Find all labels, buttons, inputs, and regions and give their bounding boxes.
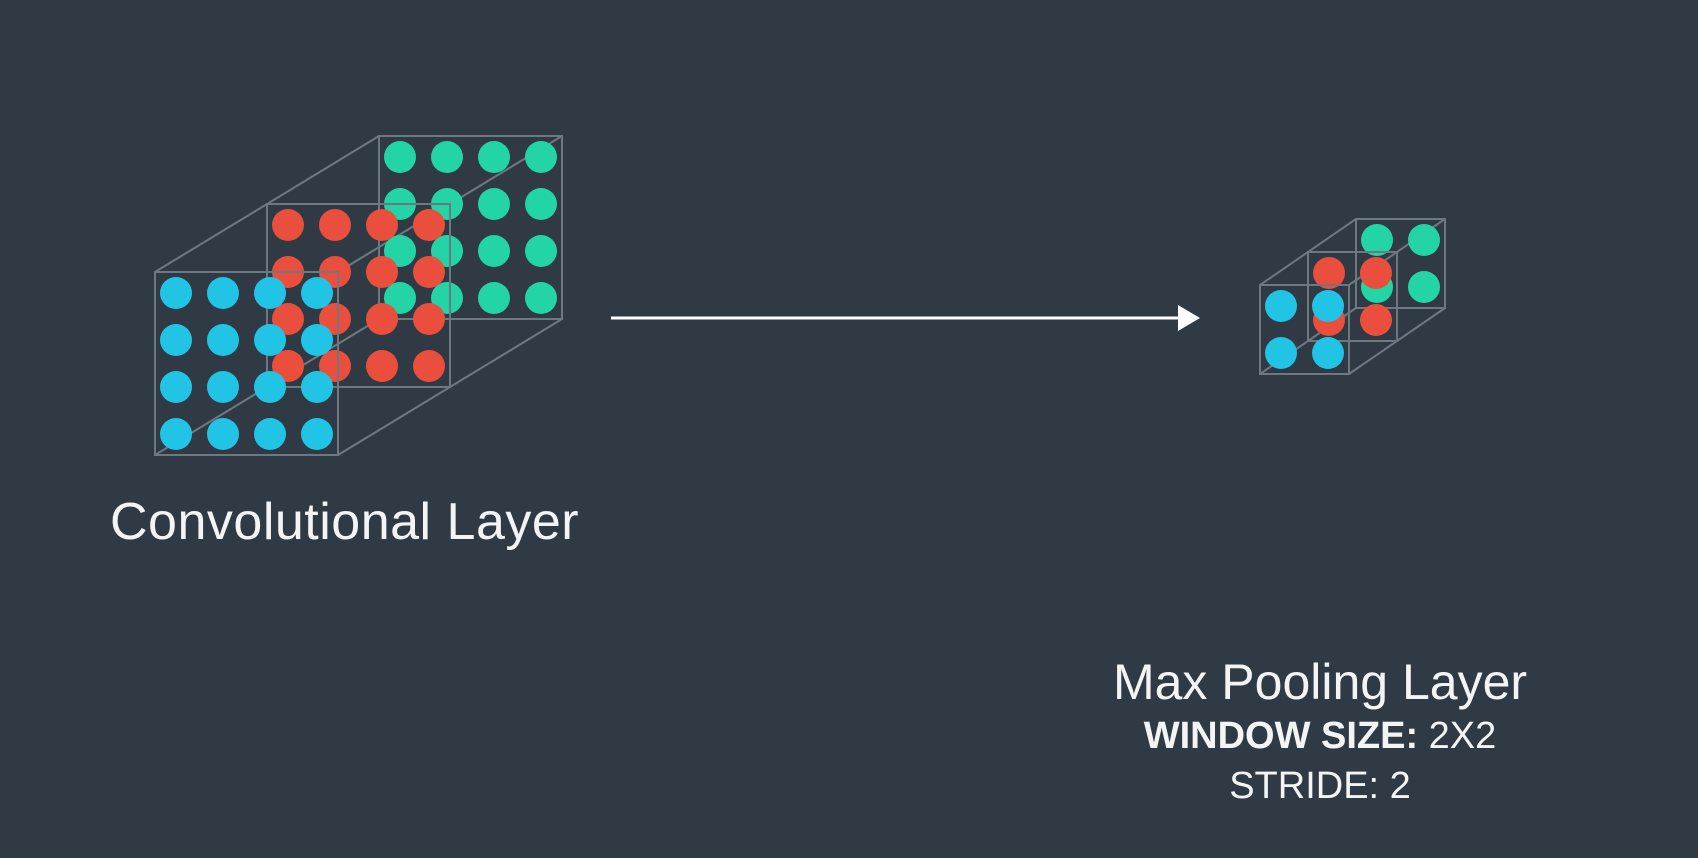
conv-channel-1-unit bbox=[160, 324, 192, 356]
conv-channel-2-unit bbox=[413, 209, 445, 241]
conv-channel-3-unit bbox=[525, 188, 557, 220]
conv-channel-3-unit bbox=[384, 282, 416, 314]
conv-channel-2-unit bbox=[272, 303, 304, 335]
pool-channel-3-unit bbox=[1408, 224, 1440, 256]
stride-line: STRIDE: 2 bbox=[1000, 761, 1640, 811]
conv-channel-3-unit bbox=[384, 141, 416, 173]
arrow-head bbox=[1178, 305, 1200, 331]
window-size-line: WINDOW SIZE: 2X2 bbox=[1000, 711, 1640, 761]
conv-channel-1-unit bbox=[301, 371, 333, 403]
conv-channel-3-unit bbox=[384, 235, 416, 267]
pool-channel-2-unit bbox=[1313, 257, 1345, 289]
conv-channel-1-unit bbox=[254, 418, 286, 450]
conv-channel-1-unit bbox=[160, 418, 192, 450]
window-size-key: WINDOW SIZE: bbox=[1143, 715, 1419, 757]
conv-channel-3-unit bbox=[525, 235, 557, 267]
stride-key: STRIDE: bbox=[1229, 765, 1380, 807]
conv-channel-3-unit bbox=[431, 235, 463, 267]
conv-channel-1-unit bbox=[301, 418, 333, 450]
pool-channel-1-unit bbox=[1312, 290, 1344, 322]
conv-channel-2-unit bbox=[413, 256, 445, 288]
transformation-arrow bbox=[611, 305, 1200, 331]
pool-channel-2-unit bbox=[1360, 257, 1392, 289]
conv-channel-3-unit bbox=[431, 282, 463, 314]
conv-channel-2-unit bbox=[319, 209, 351, 241]
conv-channel-1-unit bbox=[254, 277, 286, 309]
conv-channel-1-unit bbox=[207, 418, 239, 450]
conv-channel-1-unit bbox=[207, 324, 239, 356]
window-size-value: 2X2 bbox=[1428, 715, 1497, 757]
conv-channel-3-unit bbox=[478, 188, 510, 220]
convolutional-layer-label: Convolutional Layer bbox=[110, 493, 580, 551]
convolutional-layer-cube bbox=[154, 135, 563, 456]
conv-channel-2-unit bbox=[366, 350, 398, 382]
conv-channel-2-unit bbox=[366, 209, 398, 241]
conv-channel-1-unit bbox=[301, 324, 333, 356]
pool-front-frame bbox=[1259, 284, 1350, 375]
conv-channel-1-unit bbox=[160, 277, 192, 309]
conv-channel-3-unit bbox=[525, 282, 557, 314]
pool-channel-3-unit bbox=[1361, 224, 1393, 256]
max-pooling-layer-label: Max Pooling Layer bbox=[1112, 654, 1528, 710]
conv-channel-1-unit bbox=[254, 371, 286, 403]
conv-channel-3-unit bbox=[478, 141, 510, 173]
conv-channel-1-unit bbox=[160, 371, 192, 403]
conv-channel-2-unit bbox=[319, 303, 351, 335]
conv-channel-2-unit bbox=[319, 350, 351, 382]
conv-channel-2-unit bbox=[366, 303, 398, 335]
conv-channel-2-unit bbox=[272, 209, 304, 241]
pool-channel-1-unit bbox=[1265, 337, 1297, 369]
conv-front-frame bbox=[154, 271, 339, 456]
conv-channel-1-unit bbox=[254, 324, 286, 356]
max-pooling-layer-cube bbox=[1259, 218, 1446, 375]
max-pooling-info: Max Pooling Layer WINDOW SIZE: 2X2 STRID… bbox=[1000, 653, 1640, 811]
conv-channel-2-unit bbox=[413, 303, 445, 335]
conv-channel-2-unit bbox=[413, 350, 445, 382]
conv-channel-1-unit bbox=[207, 371, 239, 403]
conv-channel-3-unit bbox=[478, 282, 510, 314]
pool-channel-frame bbox=[1307, 251, 1398, 342]
conv-channel-2-unit bbox=[272, 350, 304, 382]
conv-channel-1-unit bbox=[301, 277, 333, 309]
conv-channel-2-unit bbox=[366, 256, 398, 288]
stride-value: 2 bbox=[1389, 765, 1411, 807]
pool-channel-1-unit bbox=[1312, 337, 1344, 369]
pool-channel-1-unit bbox=[1265, 290, 1297, 322]
conv-channel-3-unit bbox=[431, 141, 463, 173]
pool-channel-3-unit bbox=[1408, 271, 1440, 303]
conv-channel-1-unit bbox=[207, 277, 239, 309]
pool-channel-2-unit bbox=[1360, 304, 1392, 336]
conv-channel-3-unit bbox=[478, 235, 510, 267]
pool-back-frame bbox=[1355, 218, 1446, 309]
conv-channel-3-unit bbox=[525, 141, 557, 173]
